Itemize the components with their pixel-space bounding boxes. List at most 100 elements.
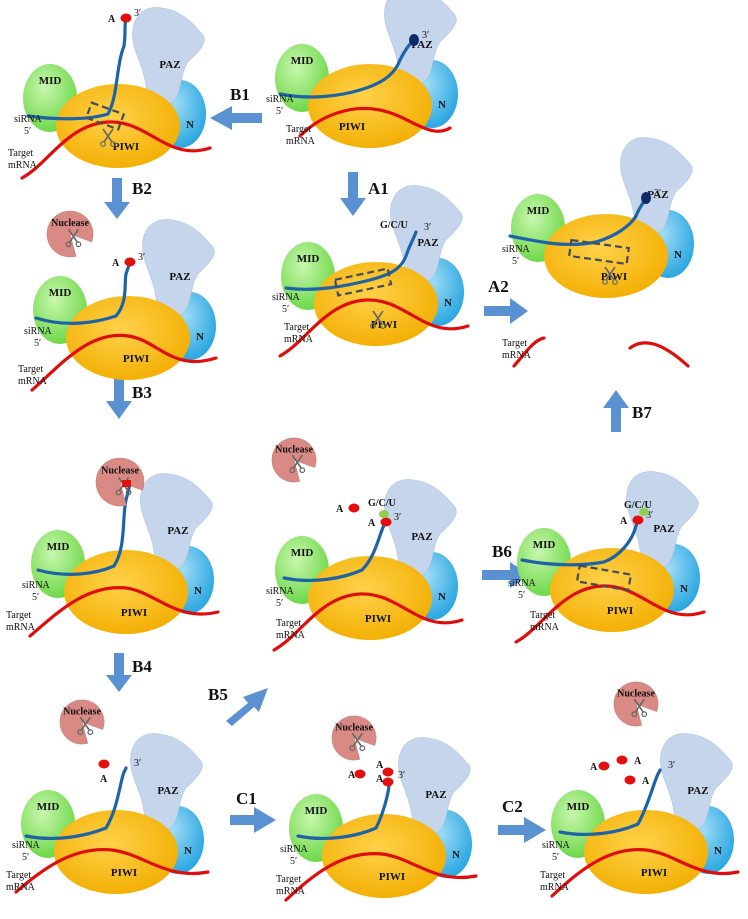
three-prime-label: 3′ [646, 510, 653, 521]
n-domain-label: N [452, 849, 460, 861]
mid-domain-label: MID [305, 805, 328, 817]
scissors-handle [75, 241, 82, 248]
piwi-domain-label: PIWI [339, 121, 365, 133]
n-domain-label: N [438, 591, 446, 603]
sirna-strand [24, 766, 128, 841]
n-domain-label: N [444, 297, 452, 309]
scissors-icon [370, 310, 386, 329]
paz-domain [626, 471, 699, 569]
scissors-blade [68, 228, 80, 243]
adenosine-chain-1 [382, 767, 394, 777]
sirna-five-prime-label: 5′ [276, 106, 283, 117]
nuclease-label: Nuclease [275, 444, 313, 455]
target-label: Target [18, 364, 43, 375]
scissors-icon [65, 228, 82, 248]
piwi-domain-label: PIWI [601, 271, 627, 283]
three-prime-label: 3′ [424, 222, 431, 233]
scissors-icon [77, 716, 94, 736]
paz-domain [132, 7, 205, 105]
adenosine-chain-label-2: A [376, 774, 384, 785]
arrows [104, 106, 629, 843]
scissors-handle [100, 141, 106, 147]
mrna-label: mRNA [276, 630, 306, 641]
sirna-five-prime-label: 5′ [276, 598, 283, 609]
sirna-five-prime-label: 5′ [24, 126, 31, 137]
sirna-five-prime-label: 5′ [22, 852, 29, 863]
complex-c2: NPAZMIDPIWIsiRNA5′TargetmRNA3′NucleaseAA… [540, 681, 740, 898]
adenosine-3prime [380, 517, 392, 527]
mrna-label: mRNA [6, 622, 36, 633]
piwi-domain-label: PIWI [607, 605, 633, 617]
target-label: Target [8, 148, 33, 159]
scissors-icon [349, 732, 366, 752]
paz-domain-label: PAZ [687, 785, 708, 797]
three-prime-label: 3′ [138, 252, 145, 263]
adenosine-3prime [124, 257, 136, 267]
scissors-handle [370, 323, 376, 329]
adenosine-free-label: A [336, 504, 344, 515]
mid-domain-label: MID [567, 801, 590, 813]
paz-domain-label: PAZ [169, 271, 190, 283]
three-prime-label: 3′ [668, 760, 675, 771]
step-label-a1: A1 [368, 179, 389, 198]
target-label: Target [6, 870, 31, 881]
target-mrna-strand [28, 586, 220, 638]
n-domain-label: N [680, 583, 688, 595]
sirna-label: siRNA [280, 844, 309, 855]
three-prime-label: 3′ [134, 758, 141, 769]
sirna-five-prime-label: 5′ [552, 852, 559, 863]
mrna-label: mRNA [18, 376, 48, 387]
paz-domain-label: PAZ [653, 523, 674, 535]
three-prime-label: 3′ [394, 512, 401, 523]
scissors-blade [292, 454, 303, 469]
piwi-domain-label: PIWI [123, 353, 149, 365]
scissors-blade [103, 128, 114, 143]
arrow-a1 [340, 172, 366, 216]
adenosine-free-label-3: A [642, 776, 650, 787]
paz-domain-label: PAZ [411, 531, 432, 543]
sirna-five-prime-label: 5′ [32, 592, 39, 603]
mid-domain-label: MID [533, 539, 556, 551]
piwi-domain-label: PIWI [379, 871, 405, 883]
target-label: Target [6, 610, 31, 621]
paz-domain-label: PAZ [157, 785, 178, 797]
scissors-handle [349, 745, 356, 752]
adenosine-bound [122, 480, 131, 487]
arrow-b2 [104, 178, 130, 219]
scissors-handle [87, 729, 94, 736]
piwi-domain [64, 550, 188, 634]
piwi-domain [308, 556, 432, 640]
n-domain-label: N [714, 845, 722, 857]
scissors-handle [289, 467, 296, 474]
piwi-domain-label: PIWI [121, 607, 147, 619]
sirna-strand [520, 518, 640, 567]
complex-b5: NPAZMIDPIWIsiRNA5′TargetmRNAA3′G/C/UNucl… [266, 437, 464, 652]
gcu-label: G/C/U [368, 498, 396, 509]
paz-domain [142, 219, 215, 317]
sirna-label: siRNA [12, 840, 41, 851]
mrna-label: mRNA [276, 886, 306, 897]
target-mrna-strand [278, 298, 470, 358]
mrna-label: mRNA [284, 334, 314, 345]
step-label-c2: C2 [502, 797, 523, 816]
nuclease-shape [95, 457, 145, 507]
scissors-blade [291, 454, 302, 469]
scissors-blade [102, 128, 113, 143]
sirna-strand [558, 768, 662, 836]
piwi-domain [66, 296, 190, 380]
nuclease-label: Nuclease [51, 218, 89, 229]
n-domain-label: N [196, 331, 204, 343]
arrow-b7 [603, 390, 629, 432]
target-label: Target [276, 874, 301, 885]
nuclease-shape [271, 437, 317, 483]
mid-domain-label: MID [297, 253, 320, 265]
n-domain-label: N [194, 585, 202, 597]
piwi-domain [322, 814, 446, 898]
adenosine-released-label: A [100, 774, 108, 785]
sirna-3prime-end [409, 34, 419, 46]
scissors-handle [125, 489, 132, 496]
sirna-five-prime-label: 5′ [290, 856, 297, 867]
nuclease-label: Nuclease [101, 466, 139, 477]
mrna-label: mRNA [286, 136, 316, 147]
